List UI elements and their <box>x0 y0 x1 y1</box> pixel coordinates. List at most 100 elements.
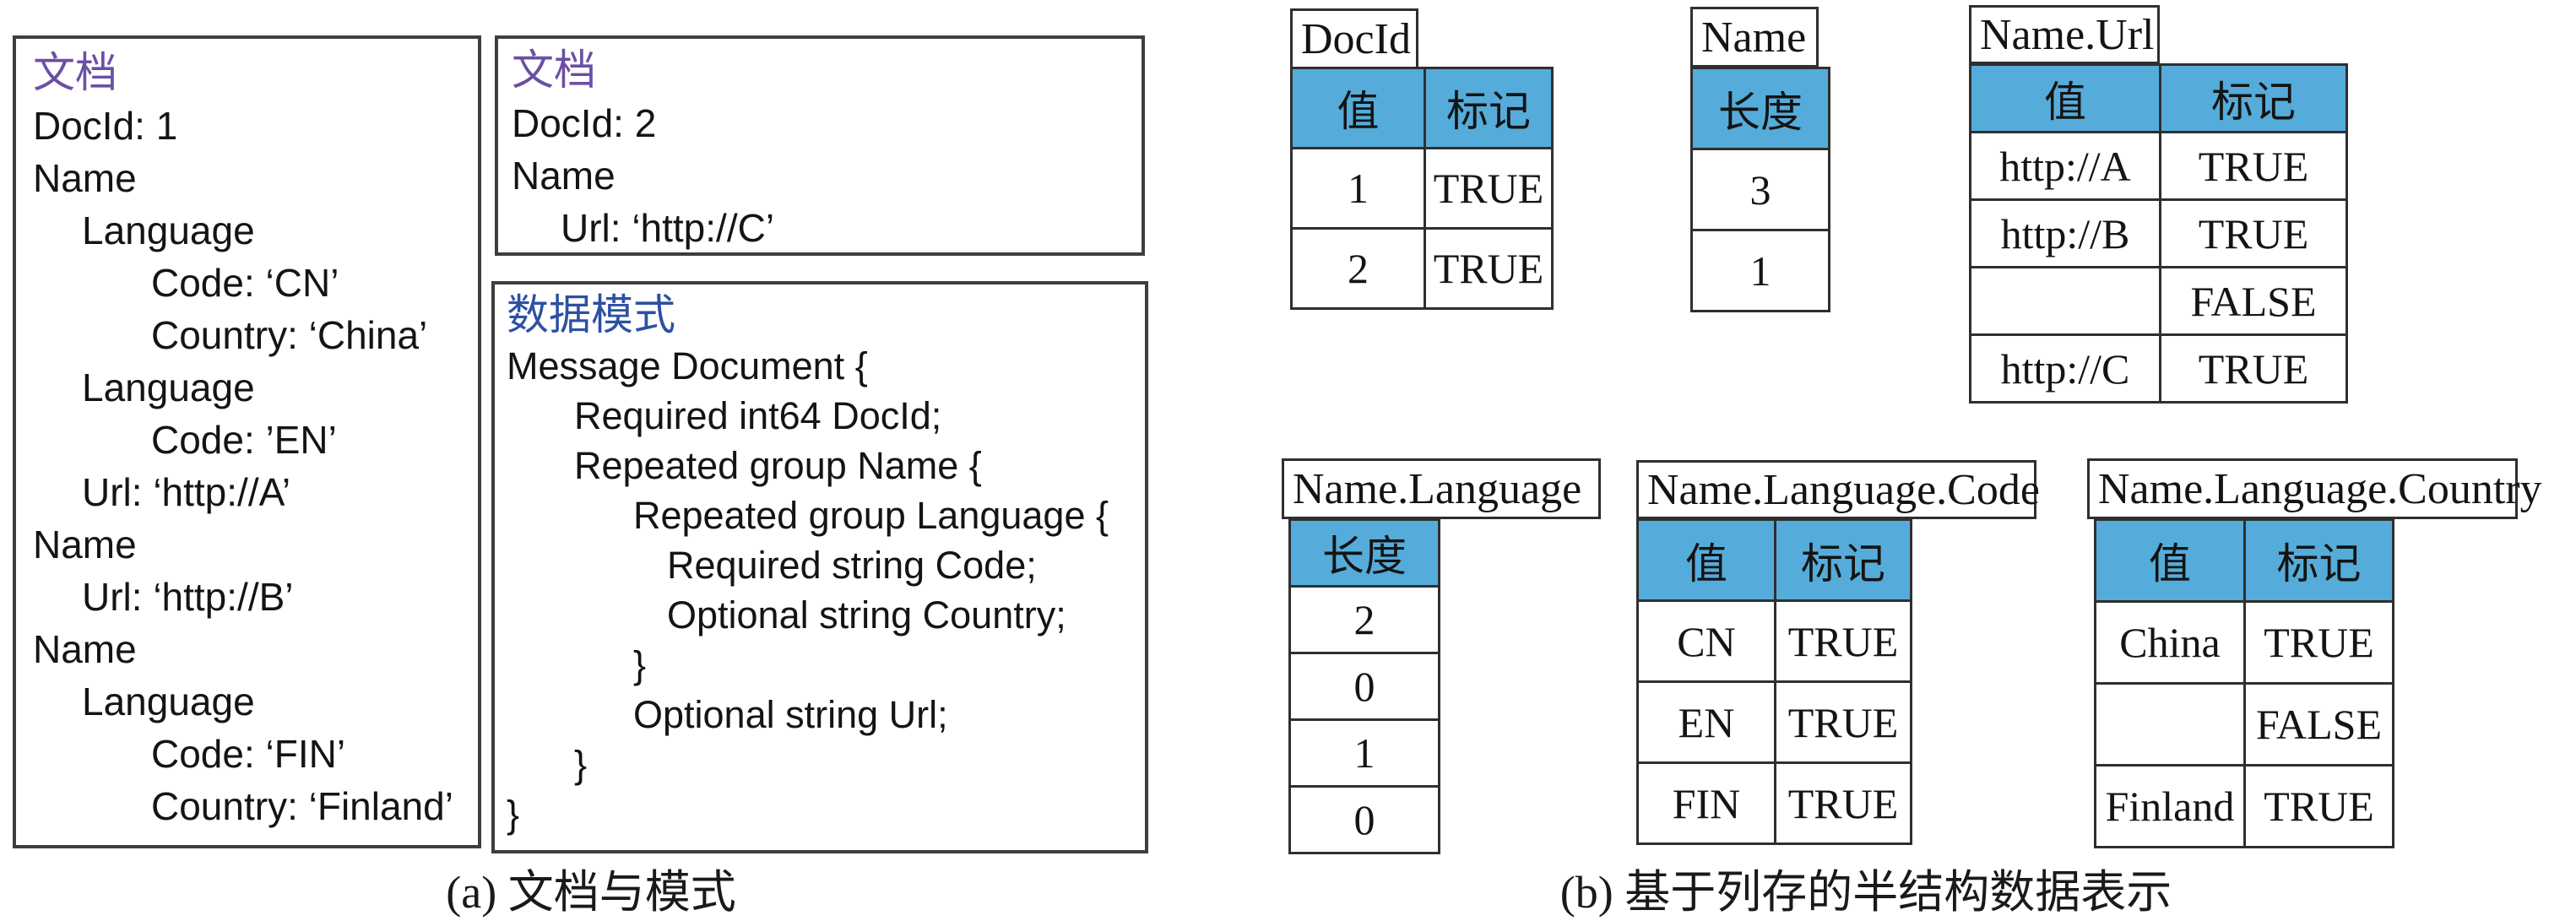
table-row: FALSE <box>2094 682 2394 767</box>
doc-line: Language <box>82 680 255 723</box>
table-row: 0 <box>1288 785 1440 854</box>
column-header-cell: 长度 <box>1690 67 1830 150</box>
doc-line: } <box>574 743 588 786</box>
column-header-cell: 标记 <box>2159 63 2348 133</box>
doc-line: Url: ‘http://C’ <box>561 206 775 250</box>
table-row: 1 <box>1288 718 1440 788</box>
header-row: 值标记 <box>1290 67 1554 149</box>
table-docid-head: 值标记 <box>1290 67 1554 149</box>
doc-line: DocId: 2 <box>512 101 657 145</box>
column-header-cell: 值 <box>1290 67 1426 149</box>
header-row: 值标记 <box>1636 518 1912 602</box>
table-cell: TRUE <box>1774 761 1912 845</box>
table-cell: 1 <box>1288 718 1440 788</box>
table-cell: http://A <box>1969 131 2161 201</box>
table-name-head: 长度 <box>1690 67 1830 150</box>
table-title-docid: DocId <box>1290 8 1418 69</box>
doc-line: Message Document { <box>507 344 868 387</box>
table-cell: TRUE <box>1424 227 1554 310</box>
column-header-cell: 值 <box>2094 518 2246 603</box>
doc-line: Url: ‘http://B’ <box>82 575 294 619</box>
doc-line: Name <box>33 627 137 671</box>
table-name-language-head: 长度 <box>1288 518 1440 588</box>
schema-lines: Message Document { Required int64 DocId; R… <box>507 341 1145 839</box>
table-cell: 1 <box>1690 229 1830 312</box>
table-cell: 0 <box>1288 785 1440 854</box>
table-title-name: Name <box>1690 7 1819 68</box>
table-cell: 1 <box>1290 147 1426 230</box>
table-cell: CN <box>1636 599 1776 683</box>
column-header-cell: 标记 <box>2243 518 2394 603</box>
column-header-cell: 标记 <box>1774 518 1912 602</box>
table-cell: TRUE <box>1774 680 1912 764</box>
doc-line: Code: ‘FIN’ <box>151 732 346 776</box>
table-cell: FIN <box>1636 761 1776 845</box>
caption-a: (a) 文档与模式 <box>446 867 736 918</box>
column-header-cell: 值 <box>1636 518 1776 602</box>
doc-line: Repeated group Name { <box>574 444 982 487</box>
doc-line: Code: ‘CN’ <box>151 261 339 305</box>
table-cell: EN <box>1636 680 1776 764</box>
doc-line: Name <box>33 156 137 200</box>
table-row: 0 <box>1288 652 1440 721</box>
document-1-title: 文档 <box>33 49 117 96</box>
table-cell: TRUE <box>2159 131 2348 201</box>
table-cell: 2 <box>1290 227 1426 310</box>
table-cell: FALSE <box>2243 682 2394 767</box>
doc-line: } <box>633 643 647 686</box>
table-row: 3 <box>1690 148 1830 231</box>
column-header-cell: 值 <box>1969 63 2161 133</box>
doc-line: Code: ’EN’ <box>151 418 337 462</box>
table-cell <box>2094 682 2246 767</box>
table-cell: TRUE <box>1774 599 1912 683</box>
doc-line: DocId: 1 <box>33 104 178 148</box>
doc-line: Required int64 DocId; <box>574 394 942 437</box>
doc-line: Required string Code; <box>667 544 1037 587</box>
doc-line: Language <box>82 366 255 409</box>
document-2-title: 文档 <box>512 46 596 94</box>
doc-line: Url: ‘http://A’ <box>82 470 291 514</box>
table-cell: TRUE <box>2159 333 2348 404</box>
doc-line: } <box>507 793 520 836</box>
table-cell: TRUE <box>2243 600 2394 685</box>
column-header-cell: 长度 <box>1288 518 1440 588</box>
doc-line: Language <box>82 209 255 252</box>
table-row: 2 <box>1288 585 1440 654</box>
schema-box: 数据模式 Message Document { Required int64 Do… <box>491 281 1148 853</box>
table-cell: TRUE <box>1424 147 1554 230</box>
doc-line: Name <box>33 523 137 566</box>
doc-line: Repeated group Language { <box>633 494 1109 537</box>
table-title-name-url: Name.Url <box>1969 5 2160 64</box>
doc-line: Country: ‘Finland’ <box>151 784 453 828</box>
table-title-name-language-code: Name.Language.Code <box>1636 460 2040 519</box>
schema-title: 数据模式 <box>507 291 675 339</box>
table-cell: China <box>2094 600 2246 685</box>
doc-line: Name <box>512 154 616 198</box>
table-cell: FALSE <box>2159 266 2348 336</box>
table-title-name-language-country: Name.Language.Country <box>2087 458 2542 519</box>
doc-line: Country: ‘China’ <box>151 313 428 357</box>
table-row: 1 <box>1690 229 1830 312</box>
table-cell: Finland <box>2094 764 2246 848</box>
header-row: 长度 <box>1288 518 1440 588</box>
table-title-name-language: Name.Language <box>1282 458 1601 519</box>
doc-line: Optional string Country; <box>667 593 1066 637</box>
table-name-language-code-head: 值标记 <box>1636 518 1912 602</box>
